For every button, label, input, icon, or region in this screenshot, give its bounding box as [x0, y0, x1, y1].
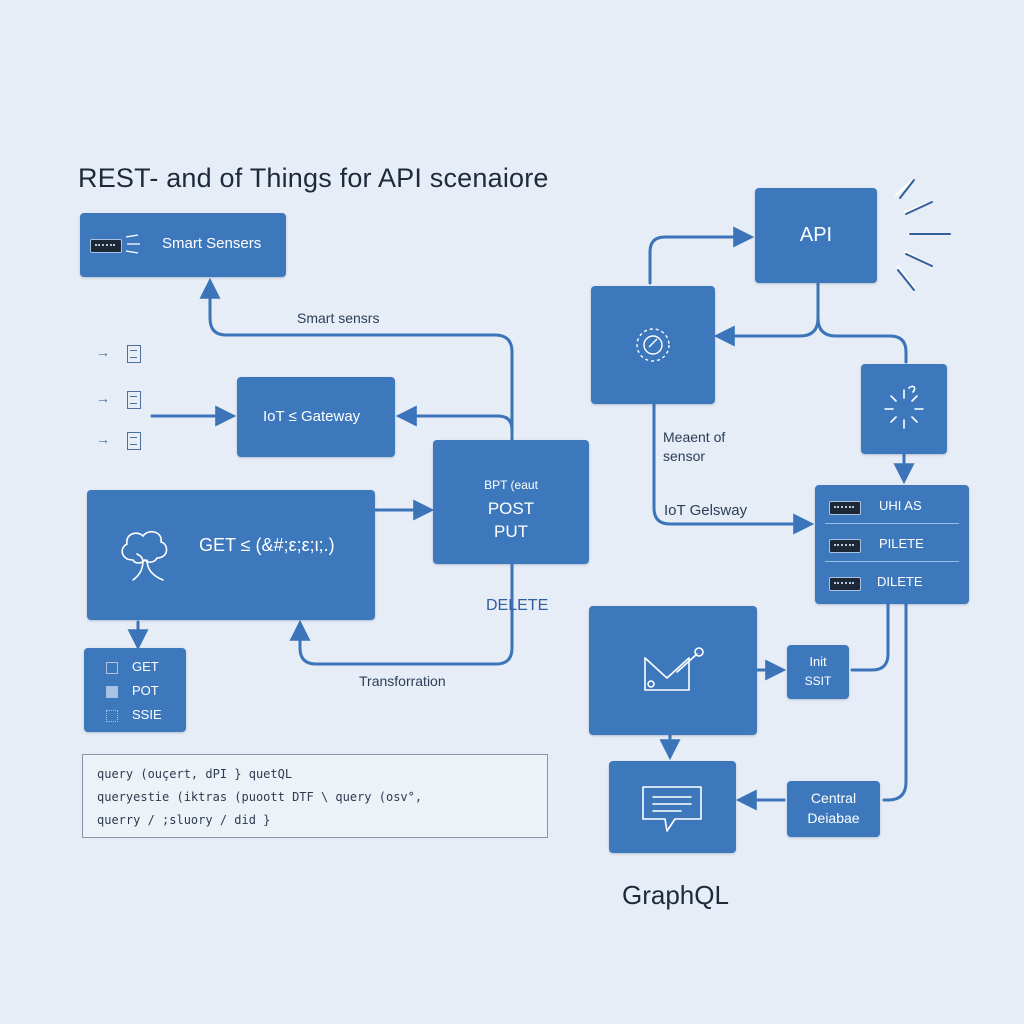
- query-line: query (ouçert, dPI } quetQL: [97, 767, 293, 781]
- square-icon: [106, 686, 118, 698]
- rest-methods-top: BPT (eaut: [484, 478, 538, 492]
- gear-icon: [636, 328, 670, 362]
- db-list-item: PILETE: [879, 536, 924, 551]
- iot-gateway-node[interactable]: IoT ≤ Gateway: [237, 377, 395, 457]
- method-legend-node[interactable]: GET POT SSIE: [84, 648, 186, 732]
- central-db-line1: Central: [810, 790, 857, 806]
- measure-label-line1: Meaent of: [663, 429, 726, 445]
- rest-methods-node[interactable]: BPT (eaut POST PUT: [433, 440, 589, 564]
- server-chip-icon: [829, 577, 861, 591]
- legend-item: GET: [132, 659, 159, 674]
- server-chip-icon: [829, 501, 861, 515]
- edge-api-to-settings: [713, 316, 820, 347]
- square-icon: [106, 710, 118, 722]
- edge-dblist-to-init: [850, 602, 890, 672]
- measure-label-line2: sensor: [663, 448, 706, 464]
- arrow-icon: →: [96, 431, 110, 447]
- get-request-node[interactable]: GET ≤ (&#;ε;ε;ι;.): [87, 490, 375, 620]
- edge-loop-to-api: [648, 226, 755, 285]
- edge-post-to-gateway: [395, 405, 514, 442]
- query-line: queryestie (iktras (puoott DTF \ query (…: [97, 790, 423, 804]
- document-icon: [127, 391, 141, 409]
- rest-methods-put: PUT: [494, 522, 528, 541]
- smart-sensors-edge-label: Smart sensrs: [297, 310, 380, 326]
- transformation-label: Transforration: [359, 673, 446, 689]
- edge-settings-to-dblist: [652, 403, 815, 535]
- signal-icon: [125, 234, 140, 254]
- query-line: querry / ;sluory / did }: [97, 813, 271, 827]
- tree-icon: [121, 530, 168, 581]
- init-node[interactable]: Init SSIT: [787, 645, 849, 699]
- divider: [825, 523, 959, 524]
- smart-sensors-node[interactable]: Smart Sensers: [80, 213, 286, 277]
- graphql-label: GraphQL: [622, 880, 729, 910]
- delete-label: DELETE: [486, 597, 549, 614]
- central-database-node[interactable]: Central Deiabae: [787, 781, 880, 837]
- mail-chart-icon: [644, 647, 704, 691]
- iot-gateway-label: IoT ≤ Gateway: [263, 408, 361, 425]
- sensor-chip-icon: [90, 239, 122, 253]
- settings-node[interactable]: [591, 286, 715, 404]
- arrow-icon: →: [96, 390, 110, 406]
- chat-node[interactable]: [609, 761, 736, 853]
- server-chip-icon: [829, 539, 861, 553]
- query-text-box: query (ouçert, dPI } quetQL queryestie (…: [82, 754, 548, 838]
- page-title: REST- and of Things for API scenaiore: [78, 163, 549, 193]
- edge-dblist-to-central: [882, 602, 908, 802]
- api-label: API: [799, 224, 833, 246]
- document-icon: [127, 345, 141, 363]
- db-list-item: DILETE: [877, 574, 923, 589]
- sun-icon: [884, 385, 924, 429]
- legend-item: SSIE: [132, 707, 162, 722]
- db-list-node[interactable]: UHI AS PILETE DILETE: [815, 485, 969, 604]
- divider: [825, 561, 959, 562]
- get-request-label: GET ≤ (&#;ε;ε;ι;.): [199, 535, 335, 555]
- init-line2: SSIT: [804, 674, 832, 688]
- smart-sensors-label: Smart Sensers: [162, 235, 262, 252]
- api-node[interactable]: API: [755, 188, 877, 283]
- arrow-icon: →: [96, 344, 110, 360]
- sensor-node[interactable]: [861, 364, 947, 454]
- document-icon: [127, 432, 141, 450]
- edge-api-split: [816, 281, 908, 364]
- init-line1: Init: [809, 654, 827, 669]
- db-list-item: UHI AS: [879, 498, 922, 513]
- chat-bubble-icon: [642, 786, 702, 832]
- iot-gateway-edge-label: IoT Gelsway: [664, 502, 748, 519]
- rest-methods-post: POST: [487, 499, 535, 518]
- edge-post-to-sensors: [199, 277, 514, 442]
- api-glow-rays: [897, 179, 951, 291]
- mail-node[interactable]: [589, 606, 757, 735]
- edge-delete-to-get: [289, 563, 514, 666]
- legend-item: POT: [132, 683, 159, 698]
- home-icon: [106, 662, 118, 674]
- central-db-line2: Deiabae: [807, 810, 860, 826]
